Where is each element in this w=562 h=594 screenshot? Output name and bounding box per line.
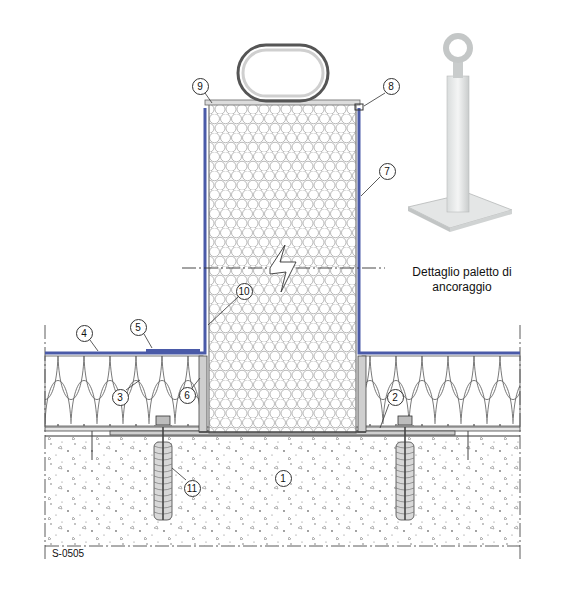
drawing-stroke: [192, 378, 200, 388]
drawing-stroke: [172, 468, 186, 480]
drawing-stroke: [408, 207, 450, 232]
drawing-stroke: [450, 210, 512, 232]
drawing-stroke: [162, 418, 164, 520]
drawing-stroke: [126, 380, 140, 390]
drawing-stroke: [238, 45, 328, 101]
drawing-stroke: [446, 36, 470, 60]
callout-number: 5: [130, 319, 147, 336]
drawing-stroke: [358, 356, 366, 432]
drawing-stroke: [398, 416, 412, 425]
break-line: [182, 245, 385, 292]
drawing-stroke: [380, 404, 389, 428]
detail-caption: Dettaglio paletto di ancoraggio: [407, 265, 517, 295]
drawing-stroke: [243, 50, 323, 96]
drawing-stroke: [270, 245, 296, 292]
drawing-stroke: [362, 356, 520, 426]
callout-number: 3: [112, 389, 129, 406]
drawing-stroke: [45, 356, 203, 426]
drawing-stroke: [156, 416, 170, 425]
drawing-stroke: [355, 104, 363, 110]
callout-number: 8: [383, 78, 400, 95]
drawing-stroke: [45, 546, 520, 547]
drawing-stroke: [208, 297, 238, 325]
drawing-stroke: [90, 340, 98, 351]
callout-number: 7: [379, 163, 396, 180]
drawing-stroke: [199, 431, 366, 433]
drawing-stroke: [92, 431, 93, 460]
drawing-stroke: [361, 177, 380, 196]
callout-number: 11: [184, 480, 201, 497]
callout-number: 1: [275, 470, 292, 487]
anchor-post: [199, 100, 366, 433]
drawing-stroke: [396, 425, 414, 427]
leader-line: [90, 93, 389, 480]
drawing-stroke: [468, 431, 469, 460]
callout-number: 10: [236, 283, 253, 300]
drawing-stroke: [205, 93, 212, 103]
drawing-stroke: [45, 108, 205, 353]
drawing-stroke: [45, 436, 520, 546]
callout-number: 2: [387, 389, 404, 406]
drawing-code: S-0505: [52, 548, 84, 559]
drawing-stroke: [45, 436, 520, 437]
drawing-stroke: [182, 268, 270, 269]
drawing-stroke: [404, 418, 406, 520]
base-plate: [45, 427, 520, 460]
drawing-stroke: [364, 93, 385, 106]
drawing-stroke: [447, 76, 469, 212]
drawing-stroke: [199, 356, 207, 432]
eye-ring: [238, 45, 328, 101]
callout-number: 4: [76, 325, 93, 342]
anchor-bolt: [154, 416, 414, 520]
callout-number: 9: [192, 78, 209, 95]
drawing-stroke: [154, 425, 172, 427]
drawing-stroke: [296, 268, 385, 269]
drawing-stroke: [359, 108, 520, 353]
callout-number: 6: [179, 387, 196, 404]
post-detail-photo: [408, 36, 512, 232]
drawing-stroke: [146, 349, 200, 353]
drawing-stroke: [144, 334, 152, 348]
